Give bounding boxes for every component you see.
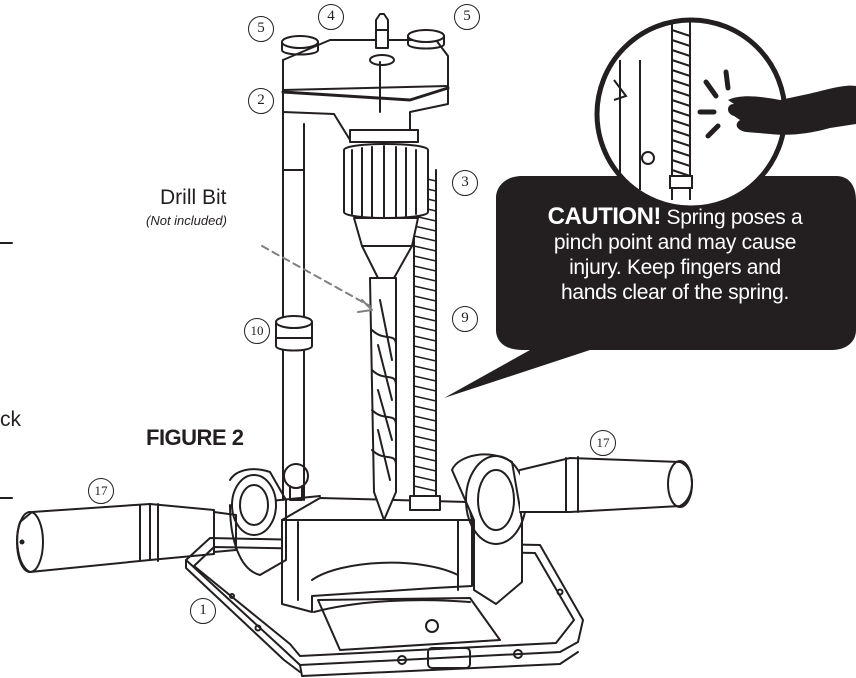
part-number-1: 1 xyxy=(190,598,216,624)
drill-bit-label: Drill Bit xyxy=(160,186,227,209)
figure-label: FIGURE 2 xyxy=(146,425,244,450)
guide-rod-left xyxy=(275,169,313,501)
caution-heading: CAUTION! xyxy=(547,203,662,230)
part-number-4: 4 xyxy=(318,4,344,30)
part-number-3: 3 xyxy=(452,170,478,196)
top-head xyxy=(281,13,450,171)
part-number-9: 9 xyxy=(452,306,478,332)
part-number-5-left: 5 xyxy=(248,16,274,42)
hand-icon xyxy=(728,85,856,135)
part-number-2: 2 xyxy=(248,88,274,114)
caution-line-3: injury. Keep fingers and xyxy=(569,256,781,279)
caution-line-2: pinch point and may cause xyxy=(553,231,797,254)
drill-bit-note: (Not included) xyxy=(146,213,227,228)
right-handle xyxy=(519,456,693,513)
drill-bit-leader xyxy=(261,245,371,307)
part-number-17-right: 17 xyxy=(590,430,616,456)
left-handle xyxy=(16,503,237,573)
caution-line-1: Spring poses a xyxy=(666,206,803,229)
caution-callout xyxy=(444,176,856,398)
caution-inset-circle xyxy=(594,17,856,211)
part-number-5-right: 5 xyxy=(454,4,480,30)
carriage-body xyxy=(229,453,527,613)
drill-chuck xyxy=(343,129,429,279)
caution-line-4: hands clear of the spring. xyxy=(560,281,789,304)
part-number-17-left: 17 xyxy=(88,478,114,504)
caution-text: CAUTION! Spring poses a pinch point and … xyxy=(496,204,854,305)
part-number-10: 10 xyxy=(244,318,270,344)
drill-bit xyxy=(369,277,397,521)
drill-bit-arrowhead xyxy=(357,299,373,313)
edge-text: ck xyxy=(0,408,21,431)
